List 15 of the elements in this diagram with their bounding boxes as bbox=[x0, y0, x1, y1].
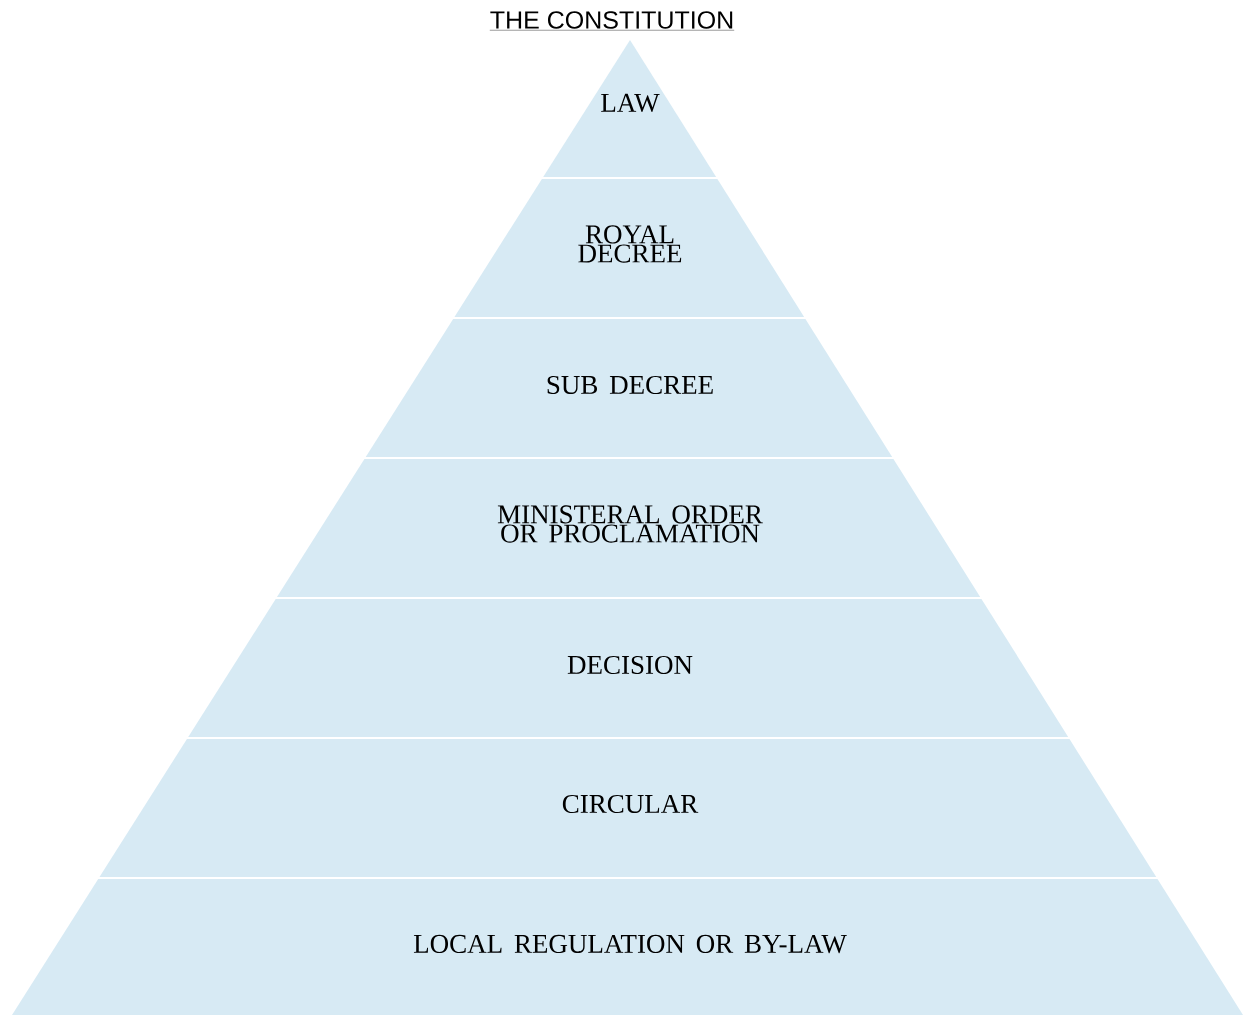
title: THE CONSTITUTION bbox=[489, 11, 735, 31]
node-label: SUB DECREE bbox=[547, 375, 713, 395]
pyramid-level: LAW bbox=[543, 40, 717, 177]
pyramid-level: SUB DECREE bbox=[365, 319, 893, 457]
node-label: ROYAL DECREE bbox=[578, 225, 682, 263]
pyramid-level: LOCAL REGULATION OR BY-LAW bbox=[12, 879, 1243, 1015]
node-label: DECISION bbox=[567, 655, 693, 675]
pyramid-level: CIRCULAR bbox=[99, 739, 1157, 877]
node-label: MINISTERAL ORDER OR PROCLAMATION bbox=[497, 505, 763, 543]
pyramid-level: DECISION bbox=[188, 599, 1069, 737]
node-label: LAW bbox=[601, 93, 660, 113]
pyramid-level: ROYAL DECREE bbox=[454, 179, 805, 317]
pyramid-level: MINISTERAL ORDER OR PROCLAMATION bbox=[276, 459, 981, 597]
node-label: LOCAL REGULATION OR BY-LAW bbox=[413, 934, 847, 954]
node-label: CIRCULAR bbox=[562, 794, 699, 814]
